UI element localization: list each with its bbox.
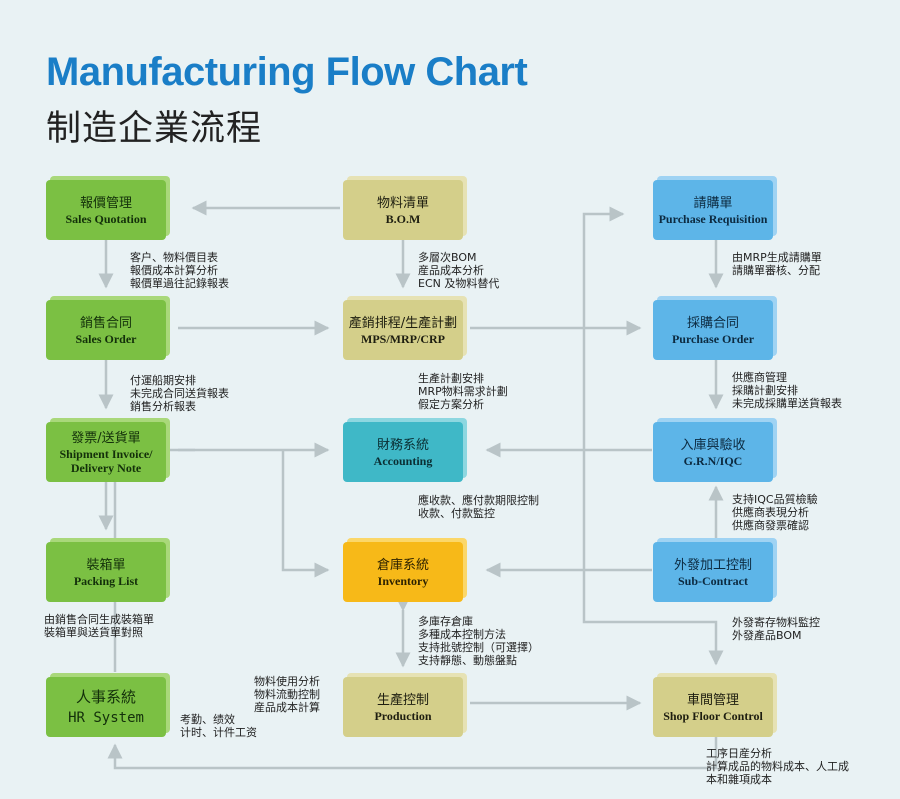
note-hr: 考勤、绩效 计时、计件工资	[180, 713, 257, 739]
hr-system-en: HR System	[68, 710, 144, 726]
note-bom-to-mps: 多層次BOM 産品成本分析 ECN 及物料替代	[418, 251, 500, 290]
packing-list-en: Packing List	[73, 573, 139, 588]
purchase-requisition-zh: 請購單	[693, 195, 733, 211]
mps-box[interactable]: 產銷排程/生產計劃 MPS/MRP/CRP	[343, 300, 463, 360]
note-mps-to-accounting: 生產計劃安排 MRP物料需求計劃 假定方案分析	[418, 372, 508, 411]
bom-box[interactable]: 物料清單 B.O.M	[343, 180, 463, 240]
shop-floor-zh: 車間管理	[686, 692, 739, 708]
note-order-to-shipment: 付運船期安排 未完成合同送貨報表 銷售分析報表	[130, 374, 229, 413]
purchase-requisition-box[interactable]: 請購單 Purchase Requisition	[653, 180, 773, 240]
sub-contract-zh: 外發加工控制	[673, 557, 752, 573]
sales-order-box[interactable]: 銷售合同 Sales Order	[46, 300, 166, 360]
shipment-box[interactable]: 發票/送貨單 Shipment Invoice/ Delivery Note	[46, 422, 166, 482]
production-zh: 生產控制	[376, 692, 429, 708]
sales-quotation-en: Sales Quotation	[65, 211, 147, 226]
inventory-zh: 倉庫系統	[376, 557, 429, 573]
mps-zh: 產銷排程/生產計劃	[348, 315, 458, 331]
packing-list-zh: 裝箱單	[86, 557, 126, 573]
note-inventory-production: 多庫存倉庫 多種成本控制方法 支持批號控制（可選擇） 支持靜態、動態盤點	[418, 615, 539, 667]
purchase-order-box[interactable]: 採購合同 Purchase Order	[653, 300, 773, 360]
page-title: Manufacturing Flow Chart	[46, 50, 528, 94]
shop-floor-box[interactable]: 車間管理 Shop Floor Control	[653, 677, 773, 737]
sales-quotation-box[interactable]: 報價管理 Sales Quotation	[46, 180, 166, 240]
shipment-zh: 發票/送貨單	[71, 430, 141, 446]
bom-en: B.O.M	[385, 211, 421, 226]
grn-en: G.R.N/IQC	[683, 453, 743, 468]
production-en: Production	[374, 708, 432, 723]
purchase-requisition-en: Purchase Requisition	[658, 211, 768, 226]
accounting-box[interactable]: 財務系統 Accounting	[343, 422, 463, 482]
sub-contract-box[interactable]: 外發加工控制 Sub-Contract	[653, 542, 773, 602]
note-subcontract-to-shopfloor: 外發寄存物料監控 外發產品BOM	[732, 616, 820, 642]
sub-contract-en: Sub-Contract	[677, 573, 748, 588]
note-quotation-to-order: 客户、物料價目表 報價成本計算分析 報價單過往記錄報表	[130, 251, 229, 290]
bom-zh: 物料清單	[376, 195, 429, 211]
inventory-en: Inventory	[377, 573, 429, 588]
shipment-en-line2: Delivery Note	[70, 460, 142, 475]
purchase-order-zh: 採購合同	[686, 315, 739, 331]
hr-system-zh: 人事系統	[75, 688, 136, 706]
hr-system-box[interactable]: 人事系統 HR System	[46, 677, 166, 737]
grn-box[interactable]: 入庫與驗收 G.R.N/IQC	[653, 422, 773, 482]
arrow-mps-to-shopfloor	[582, 328, 724, 666]
note-po-to-grn: 供應商管理 採購計劃安排 未完成採購單送貨報表	[732, 371, 842, 410]
sales-quotation-zh: 報價管理	[79, 195, 132, 211]
packing-list-box[interactable]: 裝箱單 Packing List	[46, 542, 166, 602]
shipment-en-line1: Shipment Invoice/	[59, 446, 153, 461]
inventory-box[interactable]: 倉庫系統 Inventory	[343, 542, 463, 602]
sales-order-en: Sales Order	[75, 331, 137, 346]
note-production-left: 物料使用分析 物料流動控制 産品成本計算	[254, 675, 320, 714]
mps-en: MPS/MRP/CRP	[361, 331, 445, 346]
note-packing: 由銷售合同生成裝箱單 裝箱單與送貨單對照	[44, 613, 154, 639]
note-shop-floor: 工序日産分析 計算成品的物料成本、人工成 本和雜項成本	[706, 747, 849, 786]
arrow-shopfloor-to-hr	[107, 737, 718, 770]
accounting-zh: 財務系統	[376, 437, 429, 453]
purchase-order-en: Purchase Order	[671, 331, 755, 346]
arrow-shipment-to-inventory	[281, 450, 330, 578]
sales-order-zh: 銷售合同	[79, 315, 132, 331]
shop-floor-en: Shop Floor Control	[663, 708, 763, 723]
note-accounting-to-inventory: 應收款、應付款期限控制 收款、付款監控	[418, 494, 539, 520]
accounting-en: Accounting	[373, 453, 433, 468]
grn-zh: 入庫與驗收	[680, 437, 746, 453]
arrow-mps-to-requisition	[582, 206, 625, 328]
note-subcontract-to-grn: 支持IQC品質檢驗 供應商表現分析 供應商發票確認	[732, 493, 818, 532]
note-req-to-po: 由MRP生成請購單 請購單審核、分配	[732, 251, 822, 277]
page-subtitle: 制造企業流程	[46, 109, 263, 149]
production-box[interactable]: 生產控制 Production	[343, 677, 463, 737]
